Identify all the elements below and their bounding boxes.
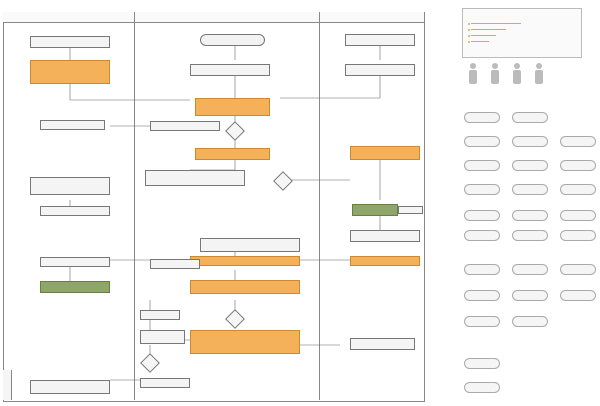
process-step[interactable]	[140, 330, 185, 344]
person-icon	[513, 63, 521, 84]
legend-line	[471, 23, 521, 24]
legend-dot-icon	[468, 23, 470, 25]
action-pill[interactable]	[560, 264, 596, 275]
process-step[interactable]	[145, 170, 245, 186]
action-pill[interactable]	[512, 210, 548, 221]
lane-divider	[134, 12, 135, 400]
action-pill[interactable]	[512, 316, 548, 327]
action-pill[interactable]	[512, 136, 548, 147]
action-pill[interactable]	[464, 382, 500, 393]
process-step[interactable]	[195, 148, 270, 160]
process-step[interactable]	[190, 64, 270, 76]
process-step[interactable]	[350, 338, 415, 350]
process-step[interactable]	[345, 34, 415, 46]
legend-dot-icon	[468, 35, 470, 37]
legend-line	[471, 29, 506, 30]
process-step[interactable]	[150, 259, 200, 269]
legend-dot-icon	[468, 29, 470, 31]
action-pill[interactable]	[512, 230, 548, 241]
lane-divider	[319, 12, 320, 400]
action-pill[interactable]	[464, 316, 500, 327]
process-step[interactable]	[345, 64, 415, 76]
action-pill[interactable]	[464, 160, 500, 171]
process-step[interactable]	[150, 121, 220, 131]
process-step[interactable]	[30, 36, 110, 48]
action-pill[interactable]	[464, 184, 500, 195]
side-label	[3, 370, 12, 400]
action-pill[interactable]	[512, 112, 548, 123]
process-step[interactable]	[40, 257, 110, 267]
action-pill[interactable]	[464, 230, 500, 241]
process-step[interactable]	[190, 330, 300, 354]
action-pill[interactable]	[560, 184, 596, 195]
action-pill[interactable]	[464, 264, 500, 275]
process-step[interactable]	[350, 146, 420, 160]
action-pill[interactable]	[464, 136, 500, 147]
action-pill[interactable]	[560, 210, 596, 221]
action-pill[interactable]	[560, 290, 596, 301]
lane-header-buyer	[3, 12, 134, 23]
person-icon	[491, 63, 499, 84]
process-step[interactable]	[190, 256, 300, 266]
process-step[interactable]	[350, 230, 420, 242]
process-step[interactable]	[195, 98, 270, 116]
action-pill[interactable]	[512, 290, 548, 301]
process-end[interactable]	[352, 204, 398, 216]
person-icon	[469, 63, 477, 84]
lane-header-platform	[134, 12, 319, 23]
action-pill[interactable]	[512, 184, 548, 195]
lane-header-parties	[319, 12, 424, 23]
process-end[interactable]	[40, 281, 110, 293]
process-step[interactable]	[350, 256, 420, 266]
process-step[interactable]	[190, 280, 300, 294]
start-node[interactable]	[200, 34, 265, 46]
process-step[interactable]	[40, 206, 110, 216]
person-icon	[535, 63, 543, 84]
legend-dot-icon	[468, 41, 470, 43]
process-step[interactable]	[200, 238, 300, 252]
legend-panel	[462, 8, 582, 58]
legend-line	[471, 41, 489, 42]
process-step[interactable]	[40, 120, 105, 130]
process-step[interactable]	[140, 310, 180, 320]
action-pill[interactable]	[560, 160, 596, 171]
process-step[interactable]	[30, 60, 110, 84]
action-pill[interactable]	[560, 230, 596, 241]
action-pill[interactable]	[464, 112, 500, 123]
action-pill[interactable]	[560, 136, 596, 147]
action-pill[interactable]	[464, 290, 500, 301]
action-pill[interactable]	[512, 264, 548, 275]
action-pill[interactable]	[464, 358, 500, 369]
process-step[interactable]	[398, 206, 423, 214]
process-step[interactable]	[30, 177, 110, 195]
process-step[interactable]	[140, 378, 190, 388]
process-step[interactable]	[30, 380, 110, 394]
legend-line	[471, 35, 496, 36]
action-pill[interactable]	[512, 160, 548, 171]
action-pill[interactable]	[464, 210, 500, 221]
